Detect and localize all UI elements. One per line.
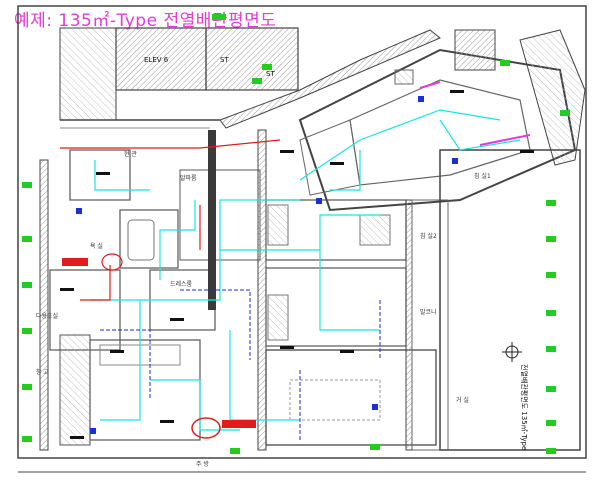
- label-room-balcony: 발코니: [420, 308, 437, 316]
- balcony-edge: [519, 29, 586, 166]
- room-alpha: [299, 119, 361, 196]
- dress-room-fixture: [394, 69, 414, 85]
- label-room-bed2: 침 실2: [420, 232, 437, 240]
- pipes-cyan: [90, 109, 521, 431]
- green-markers: [22, 14, 570, 454]
- closet-3: [267, 294, 289, 341]
- room-bath1: [119, 209, 179, 269]
- diagram-title: 예제: 135㎡-Type 전열배관평면도: [14, 11, 277, 31]
- corridor-wedge: [219, 29, 441, 129]
- label-st-mid: ST: [266, 70, 275, 78]
- room-kitchen: [89, 339, 201, 441]
- wall-vertical-core: [208, 130, 216, 310]
- wing-shaft: [454, 29, 496, 71]
- right-wing: [298, 29, 586, 212]
- label-st-top: ST: [220, 56, 229, 64]
- closet-1: [267, 204, 289, 246]
- exterior-wall-left: [39, 159, 49, 451]
- distributor-highlight-2: [101, 253, 123, 271]
- label-room-dress: 드레스룸: [170, 280, 193, 288]
- label-room-kitchen: 주 방: [196, 460, 209, 468]
- label-room-store: 창 고: [36, 368, 49, 376]
- heat-distributor-1: [62, 258, 88, 266]
- core-wall-left: [59, 27, 117, 121]
- exterior-wall-right: [405, 199, 413, 451]
- drawing-frame: [17, 5, 587, 459]
- label-room-alpha: 알파룸: [180, 174, 197, 182]
- north-arrow: [502, 342, 522, 362]
- side-legend: 전열배관평면도 135㎡-Type: [520, 364, 529, 450]
- label-room-bath: 욕 실: [90, 242, 103, 250]
- pipes-red: [60, 139, 281, 301]
- label-room-util: 다용도실: [36, 312, 58, 320]
- outer-right-wall: [439, 149, 581, 451]
- bathtub: [127, 219, 155, 261]
- living-furniture: [289, 379, 381, 421]
- center-rooms: [257, 129, 581, 451]
- pipes-blue: [100, 289, 381, 440]
- label-elev: ELEV 6: [144, 56, 169, 64]
- fittings-blue: [76, 96, 458, 434]
- label-room-entry: 현 관: [124, 150, 137, 158]
- elevator-shaft: [115, 27, 207, 91]
- label-room-bed1: 침 실1: [474, 172, 491, 180]
- room-entry: [69, 149, 131, 201]
- heat-distributor-2: [222, 420, 256, 428]
- closet-2: [359, 214, 391, 246]
- annotation-ticks: [60, 90, 534, 439]
- room-store: [59, 334, 91, 446]
- distributor-highlight: [191, 417, 221, 439]
- exterior-wall-mid: [257, 129, 267, 451]
- label-room-living: 거 실: [456, 396, 469, 404]
- balcony-right: [411, 199, 449, 451]
- pipes-magenta: [419, 81, 531, 146]
